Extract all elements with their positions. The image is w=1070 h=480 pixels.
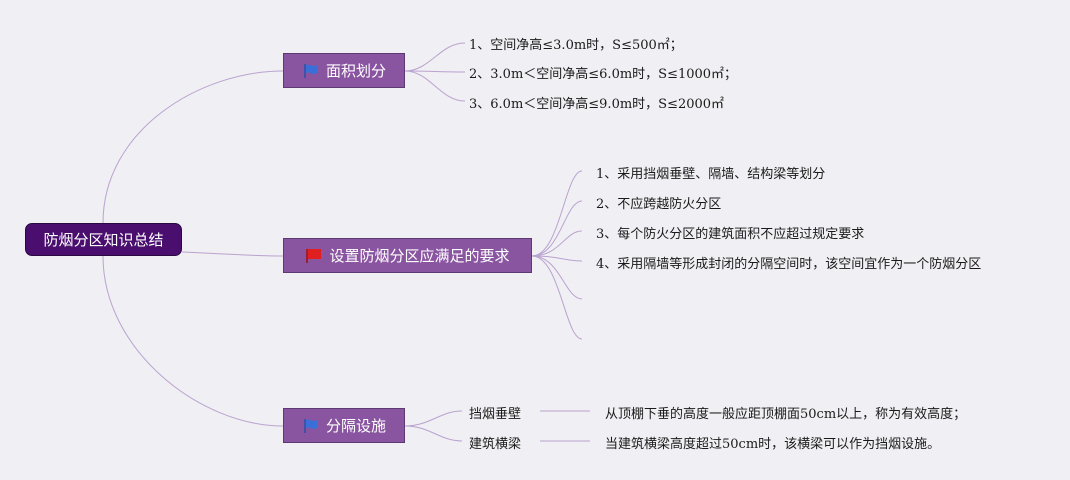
leaf-detail[interactable]: 当建筑横梁高度超过50cm时，该横梁可以作为挡烟设施。: [605, 437, 941, 452]
connector-b3-l1: [404, 410, 463, 427]
flag-blue-icon: [302, 62, 320, 80]
connector-b2-l6: [531, 255, 583, 340]
connector-root-b2: [181, 251, 284, 257]
branch-label: 面积划分: [325, 62, 386, 80]
connector-b1-l2: [404, 70, 466, 73]
connector-b2-l2: [531, 200, 583, 257]
leaf-item[interactable]: 2、3.0m＜空间净高≤6.0m时，S≤1000㎡；: [469, 67, 738, 82]
leaf-item[interactable]: 1、采用挡烟垂壁、隔墙、结构梁等划分: [596, 167, 826, 182]
connector-b1-l3: [404, 70, 466, 102]
leaf-item[interactable]: 建筑横梁: [469, 437, 522, 452]
leaf-item[interactable]: 4、采用隔墙等形成封闭的分隔空间时，该空间宜作为一个防烟分区: [596, 257, 982, 272]
leaf-item[interactable]: 3、6.0m＜空间净高≤9.0m时，S≤2000㎡: [469, 97, 725, 112]
connector-root-b3: [102, 255, 284, 427]
connector-b1-l1: [404, 42, 466, 72]
branch-label: 设置防烟分区应满足的要求: [329, 247, 510, 265]
leaf-detail[interactable]: 从顶棚下垂的高度一般应距顶棚面50cm以上，称为有效高度；: [605, 407, 967, 422]
connector-b3-l2: [404, 425, 463, 442]
leaf-item[interactable]: 1、空间净高≤3.0m时，S≤500㎡；: [469, 38, 683, 53]
root-topic[interactable]: 防烟分区知识总结: [25, 223, 182, 256]
leaf-item[interactable]: 2、不应跨越防火分区: [596, 197, 722, 212]
branch-requirements[interactable]: 设置防烟分区应满足的要求: [283, 238, 532, 273]
connector-b2-l4: [531, 255, 583, 262]
branch-separation-facilities[interactable]: 分隔设施: [283, 408, 405, 443]
branch-area-division[interactable]: 面积划分: [283, 53, 405, 88]
connector-b2-l5: [531, 255, 583, 300]
connector-b2-l3: [531, 230, 583, 257]
connector-root-b1: [102, 70, 284, 224]
branch-label: 分隔设施: [325, 417, 386, 435]
leaf-item[interactable]: 3、每个防火分区的建筑面积不应超过规定要求: [596, 227, 865, 242]
flag-blue-icon: [302, 417, 320, 435]
leaf-item[interactable]: 挡烟垂壁: [469, 407, 522, 422]
connector-b2-l1: [531, 170, 583, 257]
flag-red-icon: [305, 247, 323, 265]
root-topic-label: 防烟分区知识总结: [43, 231, 164, 249]
